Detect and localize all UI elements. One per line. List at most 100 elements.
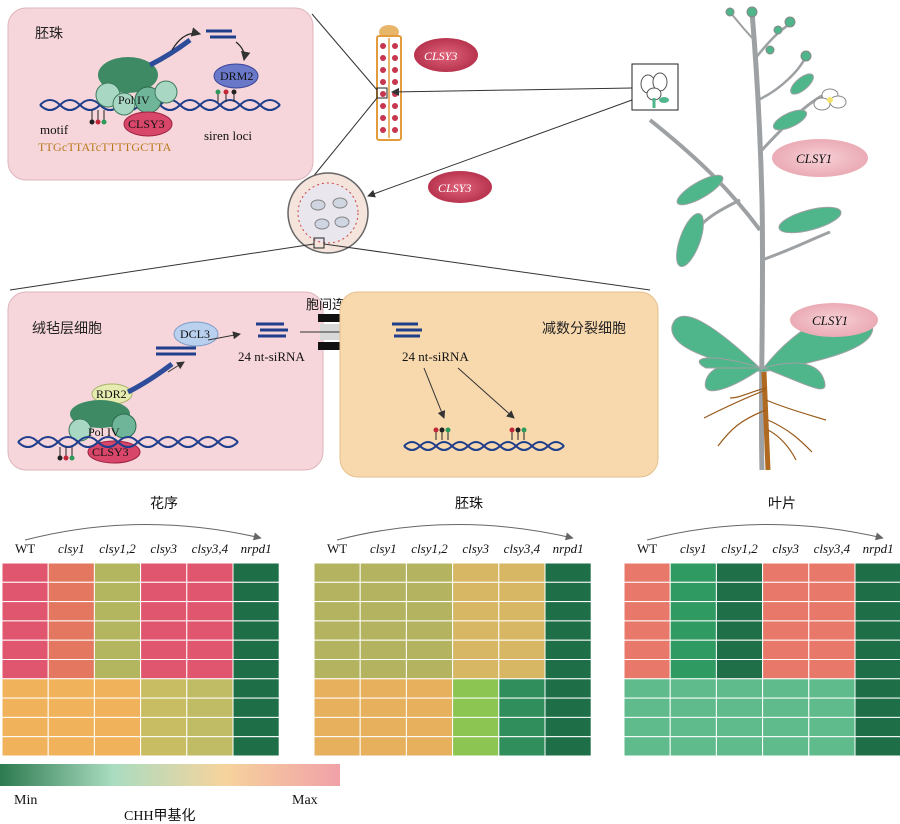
heatmap-cell [93,581,142,603]
heatmap-cell [47,601,95,622]
heatmap-cell [762,716,810,738]
heatmap-cell [140,601,188,622]
heatmap-cell [47,620,95,641]
heatmap-cell [140,581,188,603]
heatmap-cell [232,736,280,757]
heatmap-cell [93,620,142,641]
heatmap-cell [452,678,500,699]
heatmap-cell [544,639,592,661]
heatmap-cell [359,716,407,738]
heatmap-cell [1,562,49,583]
heatmap-cell [359,562,407,583]
heatmap-cell [623,601,671,622]
heatmap-cell [669,639,717,661]
heatmap-cell [544,736,592,757]
heatmap-cell [544,716,592,738]
heatmap-cell [405,562,454,583]
dsrna-ladder [156,346,196,356]
heatmap-cell [544,601,592,622]
heatmap-cell [140,639,188,661]
to-drm2-arrow [235,41,251,62]
heatmap-cell [544,620,592,641]
ovule-motif-label: motif [40,122,69,137]
heatmap-cell [544,581,592,603]
heatmap-cell [359,581,407,603]
meiocyte-panel: 减数分裂细胞 24 nt-siRNA [339,291,659,478]
tapetum-title: 绒毡层细胞 [32,321,102,337]
leaf-upper-clsy1-label: CLSY1 [796,151,832,166]
heatmap-cell [1,659,49,680]
heatmap-cell [498,639,546,661]
heatmap-cell [313,697,361,718]
heatmap-cell [140,562,188,583]
heatmap-cell [669,697,717,718]
heatmap-cell [498,716,546,738]
ovule-clsy-label: CLSY3 [128,117,165,131]
heatmap-cell [359,697,407,718]
heatmap-cell [669,581,717,603]
heatmap-cell [808,697,856,718]
heatmap-title: 叶片 [768,496,796,512]
heatmap-cell [232,639,280,661]
heatmap-cell [405,736,454,757]
heatmap-cell [140,678,188,699]
heatmap-cell [808,620,856,641]
heatmap-cell [1,620,49,641]
anther-schematic [376,25,402,141]
heatmap-cell [186,659,234,680]
heatmap-cell [854,678,900,699]
heatmap-cell [405,601,454,622]
column-label: clsy3 [462,541,489,556]
heatmap-cell [669,601,717,622]
heatmap-cell [544,697,592,718]
heatmap-cell [313,736,361,757]
heatmap-cell [405,659,454,680]
heatmap-cell [313,716,361,738]
heatmap-cell [313,562,361,583]
tapetum-dcl-label: DCL3 [180,327,210,341]
heatmap-cell [405,620,454,641]
column-label: clsy1,2 [411,541,448,556]
heatmap-cell [93,716,142,738]
heatmap-cell [47,639,95,661]
heatmap-cell [1,697,49,718]
ovule-clsy3-label: CLSY3 [438,181,471,195]
heatmap-cell [808,716,856,738]
column-label: clsy3 [150,541,177,556]
heatmap-cell [854,659,900,680]
heatmap-cell [359,620,407,641]
heatmap-cell [1,736,49,757]
heatmap-cell [359,601,407,622]
heatmap-cell [715,620,764,641]
heatmap-cell [186,736,234,757]
heatmap-cell [623,716,671,738]
arabidopsis-plant: CLSY1 CLSY1 [631,6,878,471]
ovule-inset-panel: 胚珠 Pol IV CLSY3 DRM2 [7,7,314,181]
heatmap-cell [140,736,188,757]
heatmap-cell [47,659,95,680]
heatmap-cell [93,562,142,583]
anther-cross-section [287,172,369,254]
color-bar-min-label: Min [14,793,37,808]
heatmap-cell [140,659,188,680]
methylation-marks [89,89,237,125]
heatmap-cell [93,697,142,718]
heatmap-cell [93,736,142,757]
heatmap-cell [452,620,500,641]
heatmap-cell [93,639,142,661]
rosette-leaves [671,313,874,392]
heatmap-cell [854,639,900,661]
heatmap-cell [452,736,500,757]
heatmap-cell [623,620,671,641]
tapetum-panel: 绒毡层细胞 DCL3 24 nt-siRNA RDR2 Pol IV CLSY3 [7,291,324,471]
meiocyte-sirna-duplex [392,322,422,338]
heatmap-cell [669,620,717,641]
heatmap-cell [715,736,764,757]
column-label: clsy1 [680,541,707,556]
heatmap-cell [498,581,546,603]
heatmap-cell [623,697,671,718]
heatmap-cell [669,562,717,583]
comparison-arrow [24,524,262,541]
column-label: clsy3,4 [504,541,541,556]
